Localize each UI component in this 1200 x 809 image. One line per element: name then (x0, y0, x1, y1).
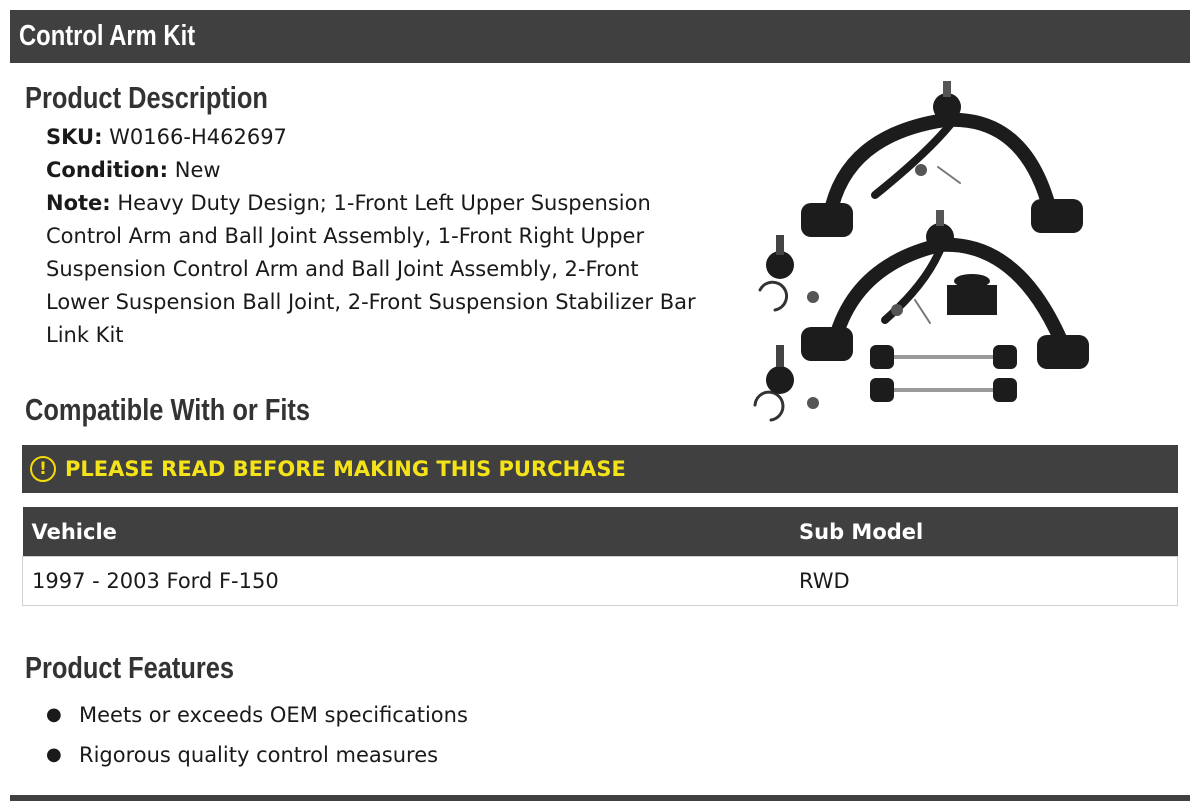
note-value: Heavy Duty Design; 1-Front Left Upper Su… (46, 191, 696, 347)
feature-text: Meets or exceeds OEM specifications (79, 703, 468, 727)
cell-vehicle: 1997 - 2003 Ford F-150 (22, 556, 790, 606)
table-header-row: Vehicle Sub Model (22, 507, 1178, 557)
condition-label: Condition: (46, 158, 169, 182)
product-description: SKU: W0166-H462697 Condition: New Note: … (46, 121, 706, 352)
column-header-sub-model: Sub Model (790, 507, 1178, 557)
bullet-icon: ● (46, 744, 62, 765)
sku-label: SKU: (46, 125, 103, 149)
warning-bar: ! PLEASE READ BEFORE MAKING THIS PURCHAS… (22, 445, 1178, 493)
fitment-table: Vehicle Sub Model 1997 - 2003 Ford F-150… (22, 507, 1178, 606)
column-header-vehicle: Vehicle (22, 507, 790, 557)
bottom-divider (10, 795, 1190, 801)
product-description-heading: Product Description (25, 80, 268, 115)
sku-line: SKU: W0166-H462697 (46, 121, 706, 154)
condition-value: New (174, 158, 221, 182)
warning-icon: ! (30, 456, 56, 482)
condition-line: Condition: New (46, 154, 706, 187)
feature-text: Rigorous quality control measures (79, 743, 439, 767)
product-features-heading: Product Features (25, 650, 235, 685)
compatibility-heading: Compatible With or Fits (25, 392, 311, 427)
note-line: Note: Heavy Duty Design; 1-Front Left Up… (46, 187, 706, 352)
title-bar: Control Arm Kit (10, 10, 1190, 63)
product-image (753, 81, 1089, 422)
list-item: ● Rigorous quality control measures (46, 737, 468, 777)
features-list: ● Meets or exceeds OEM specifications ● Ri… (46, 697, 468, 777)
bullet-icon: ● (46, 704, 62, 725)
note-label: Note: (46, 191, 111, 215)
table-row: 1997 - 2003 Ford F-150 RWD (22, 556, 1178, 606)
page-title: Control Arm Kit (19, 20, 196, 52)
cell-sub-model: RWD (790, 556, 1178, 606)
sku-value: W0166-H462697 (109, 125, 287, 149)
warning-text: PLEASE READ BEFORE MAKING THIS PURCHASE (65, 457, 626, 481)
list-item: ● Meets or exceeds OEM specifications (46, 697, 468, 737)
